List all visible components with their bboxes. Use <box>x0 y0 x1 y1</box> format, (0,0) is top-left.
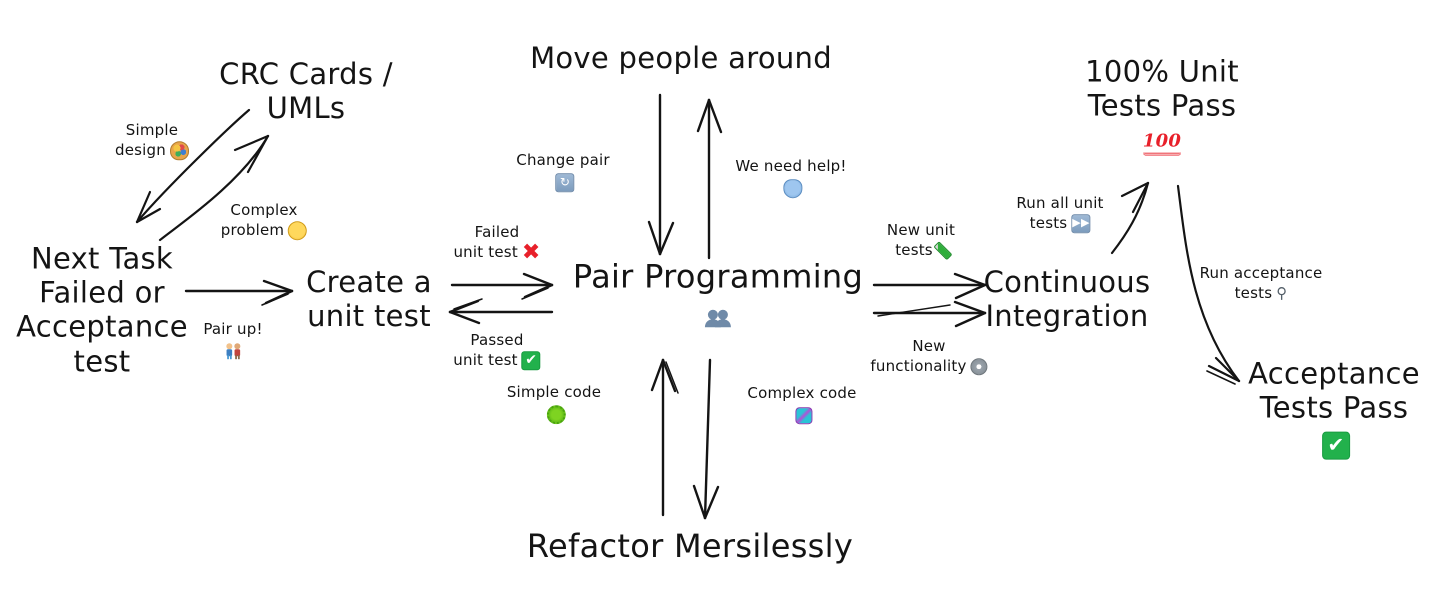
node-unit-tests-pass-line-2: Tests Pass <box>1087 88 1237 123</box>
node-refactor-mersilessly[interactable]: Refactor Mersilessly <box>526 527 854 566</box>
label-new-functionality-line-2: functionality <box>870 357 988 377</box>
label-passed-unit-test: Passed unit test✔ <box>453 331 541 371</box>
repeat-button-glyph: ↻ <box>555 173 575 192</box>
label-simple-design-line-1: Simple <box>125 121 179 140</box>
arrow-create-unit-test-to-pair-programming <box>450 272 554 300</box>
label-pair-up: Pair up! <box>203 320 262 366</box>
label-run-acceptance-tests-line-2: tests⚲ <box>1234 284 1288 302</box>
arrow-continuous-integration-to-unit-tests-pass <box>1110 181 1150 255</box>
label-simple-code: Simple code <box>507 383 601 425</box>
label-complex-problem: Complex problem <box>221 201 308 241</box>
node-refactor-mersilessly-label: Refactor Mersilessly <box>526 527 854 566</box>
node-next-task[interactable]: Next Task Failed or Acceptance test <box>16 242 188 379</box>
node-pair-programming-label: Pair Programming <box>572 257 864 296</box>
hundred-points-icon: 100 <box>1085 125 1239 159</box>
node-continuous-integration-line-1: Continuous <box>983 264 1151 299</box>
label-passed-unit-test-line-2: unit test✔ <box>453 351 541 371</box>
dna-icon <box>747 406 856 426</box>
node-move-people-around[interactable]: Move people around <box>530 41 832 75</box>
label-new-unit-tests: New unit tests <box>887 221 955 261</box>
node-create-unit-test-line-2: unit test <box>307 299 431 333</box>
node-continuous-integration[interactable]: Continuous Integration <box>984 265 1151 333</box>
green-pen-icon <box>933 240 953 261</box>
arrow-pair-programming-to-continuous-integration-tests <box>872 272 987 300</box>
node-continuous-integration-line-2: Integration <box>985 299 1149 333</box>
label-run-all-unit-tests: Run all unit tests▶▶ <box>1016 194 1103 234</box>
label-we-need-help-text: We need help! <box>735 157 847 176</box>
node-pair-programming[interactable]: Pair Programming <box>572 257 864 336</box>
label-pair-up-text: Pair up! <box>203 320 263 339</box>
node-unit-tests-pass-line-1: 100% Unit <box>1085 54 1239 89</box>
node-crc-cards-line-2: UMLs <box>266 91 346 125</box>
label-change-pair-text: Change pair <box>516 151 610 170</box>
label-simple-design-line-2: design <box>115 141 189 161</box>
node-acceptance-tests-pass[interactable]: Acceptance Tests Pass ✔ <box>1248 357 1420 462</box>
label-failed-unit-test: Failed unit test✖ <box>453 223 540 263</box>
node-acceptance-tests-pass-line-2: Tests Pass <box>1259 390 1409 425</box>
node-acceptance-tests-pass-line-1: Acceptance <box>1248 356 1420 391</box>
thinking-face-icon <box>288 221 308 240</box>
node-crc-cards[interactable]: CRC Cards / UMLs <box>219 57 393 125</box>
label-failed-unit-test-line-2: unit test✖ <box>453 240 541 265</box>
node-unit-tests-pass[interactable]: 100% Unit Tests Pass 100 <box>1085 55 1239 160</box>
label-new-functionality: New functionality <box>870 337 988 377</box>
arrow-next-task-to-create-unit-test <box>184 279 294 306</box>
node-move-people-around-label: Move people around <box>530 40 832 75</box>
dna-glyph <box>795 407 813 424</box>
two-people-holding-hands-icon <box>203 342 262 366</box>
label-simple-code-text: Simple code <box>506 383 602 402</box>
label-new-unit-tests-line-2: tests <box>887 240 955 261</box>
label-complex-code: Complex code <box>747 384 856 426</box>
arrow-move-people-around-to-pair-programming <box>696 98 723 260</box>
label-run-acceptance-tests: Run acceptance tests⚲ <box>1200 264 1323 304</box>
cross-mark-icon: ✖ <box>521 240 541 265</box>
node-next-task-line-3: Acceptance <box>16 310 188 344</box>
label-simple-design: Simple design <box>115 121 189 161</box>
screaming-face-icon <box>735 179 846 199</box>
label-change-pair: Change pair ↻ <box>516 151 610 193</box>
fast-forward-button-icon: ▶▶ <box>1071 214 1091 233</box>
label-run-all-unit-tests-line-2: tests▶▶ <box>1029 214 1091 233</box>
label-failed-unit-test-line-1: Failed <box>474 223 520 242</box>
magnifying-glass-icon: ⚲ <box>1276 284 1288 302</box>
label-we-need-help: We need help! <box>735 157 846 199</box>
label-complex-code-text: Complex code <box>747 384 857 403</box>
label-complex-problem-line-1: Complex <box>230 201 298 220</box>
white-check-mark-glyph: ✔ <box>1322 432 1350 461</box>
arrow-pair-programming-to-refactor <box>692 358 720 520</box>
arrow-refactor-to-pair-programming <box>650 358 679 517</box>
label-new-functionality-line-1: New <box>912 337 946 356</box>
busts-in-silhouette-icon <box>573 298 863 336</box>
node-next-task-line-2: Failed or <box>39 275 165 310</box>
label-run-acceptance-tests-line-1: Run acceptance <box>1199 264 1323 283</box>
node-crc-cards-line-1: CRC Cards / <box>219 56 393 91</box>
arrow-pair-programming-to-create-unit-test <box>448 298 554 325</box>
label-passed-unit-test-line-1: Passed <box>470 331 524 350</box>
white-check-mark-icon-small: ✔ <box>521 351 541 370</box>
label-complex-problem-line-2: problem <box>221 221 308 241</box>
artist-palette-icon <box>169 141 189 160</box>
node-create-unit-test-line-1: Create a <box>306 264 432 299</box>
microbe-icon <box>507 405 601 425</box>
arrow-pair-programming-to-continuous-integration-functionality <box>872 300 987 328</box>
screaming-face-glyph <box>783 179 803 198</box>
node-create-unit-test[interactable]: Create a unit test <box>306 265 432 333</box>
hundred-points-glyph: 100 <box>1142 132 1182 157</box>
repeat-button-icon: ↻ <box>516 173 609 193</box>
label-run-all-unit-tests-line-1: Run all unit <box>1016 194 1104 213</box>
node-next-task-line-4: test <box>73 344 131 379</box>
microbe-glyph <box>546 405 566 424</box>
node-next-task-line-1: Next Task <box>30 241 174 276</box>
label-new-unit-tests-line-1: New unit <box>886 221 956 240</box>
arrow-pair-programming-to-move-people-around <box>647 93 675 256</box>
white-check-mark-icon: ✔ <box>1248 427 1420 461</box>
gear-icon <box>970 358 988 375</box>
